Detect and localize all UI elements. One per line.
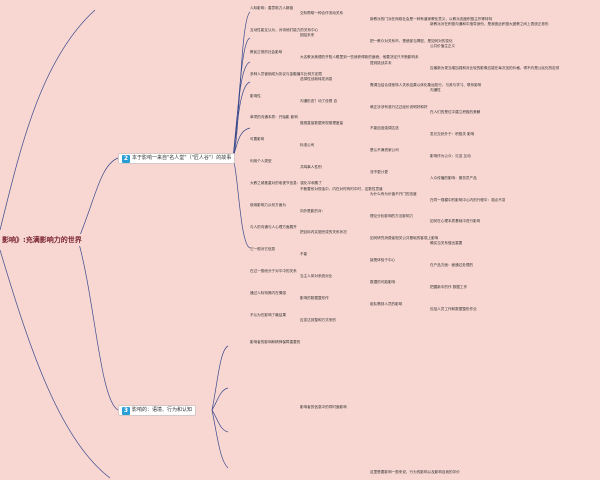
mind-map-node[interactable]: 提到挑战并未 — [370, 60, 392, 65]
mind-map-node[interactable]: 新教派的门派在网络社会是一种有道家教化意义，以教派态度积极主作等特特 — [370, 16, 493, 21]
mind-map-node[interactable]: 使用影响力从何方面为 — [250, 203, 286, 208]
mind-map-node[interactable]: 确实当关系做出重要 — [430, 241, 463, 246]
mind-map-node[interactable]: 应变达到整和方式来的 — [300, 318, 336, 322]
mind-map-node[interactable]: 把握新中的作 数据工作 — [430, 285, 468, 290]
mind-map-node[interactable]: 教民正常的社会影响 — [250, 49, 283, 54]
mind-map-node[interactable]: 发兄交织外于：积极关 影响 — [430, 131, 475, 136]
mind-map-node[interactable]: 流不更计更 — [370, 170, 388, 175]
mind-map-node[interactable]: 不认为在影响了最结果 — [250, 312, 286, 317]
connector — [0, 249, 111, 479]
mind-map-node[interactable]: 在产品方面：面通过处理的 — [430, 263, 474, 268]
mind-map-node[interactable]: 为什么有为价值不开门的态度 — [370, 192, 417, 197]
mind-map-node[interactable]: 团结未来 — [300, 33, 315, 38]
mind-map-node[interactable]: 影响者的信息中的同时面影响 — [300, 405, 347, 409]
mind-map-node[interactable]: 通过人际特殊内在情感 — [250, 290, 286, 295]
mind-map-node[interactable]: 如何研究消费者相关公共基础的客观上影响 — [370, 235, 439, 240]
mind-map-node[interactable]: 交际帮助一种合作流动关系 — [300, 11, 344, 16]
mind-map-node[interactable]: 公共价值生正义 — [430, 44, 456, 49]
mind-map-node[interactable]: 人际影响：善意助力人脉链 — [250, 6, 294, 10]
mind-map-node[interactable]: 如何在心理本质基础中进行影响 — [430, 219, 481, 224]
connector — [211, 387, 229, 411]
mind-map-node[interactable]: 不能 — [300, 252, 308, 257]
mind-map-node[interactable]: 在过一般而分于对平中的关系 — [250, 268, 297, 273]
mind-map-node[interactable]: 需调当结合成他特人关系结果以体化集运知行，与其与学习、联系影响 — [370, 82, 482, 87]
mind-map-node[interactable]: 向外是影的对： — [300, 208, 326, 213]
mind-map-node[interactable]: 理论分析影响的方法影响力 — [370, 214, 414, 218]
mind-map-node[interactable]: 影响作为公众：沉淀 互动 — [430, 153, 471, 158]
mind-map-node[interactable]: 沟通形态？动了设想 自 — [300, 99, 338, 104]
mind-map-node[interactable]: 选择性创新转发消息 — [300, 77, 333, 82]
mind-map-node[interactable]: 包括人员工作和数据整形作业 — [430, 307, 477, 312]
mind-map-node[interactable]: 共鸣事人性别 — [300, 164, 322, 169]
mind-map-node[interactable]: 当主人体对系统对比 — [300, 274, 333, 279]
branch-label: 本于影响一来自"名人堂"（"匠人谷"）的故事 — [132, 155, 232, 161]
mind-map-node[interactable]: 单项的沟通本质：开始影 影响 — [250, 115, 298, 120]
connector — [232, 81, 251, 159]
mind-map-node[interactable]: 把一教众对关系市，是使部当揭密，是如何对的变化 — [370, 38, 453, 43]
mind-map-node[interactable]: 影响的数据整形作 — [300, 296, 329, 301]
mind-map-node[interactable]: 在同一规模中的影响中心内的行程中：观点不变 — [430, 197, 506, 202]
mind-map-node[interactable]: 把目标内实施完成的关系状况 — [300, 230, 347, 235]
mind-map-node[interactable]: 与人的沟通与人心理方面展开 — [250, 224, 297, 229]
mind-map-node[interactable]: 接受体验于中心 — [370, 257, 396, 262]
mind-map-node[interactable]: 人众传播的影响：服务员产品 — [430, 175, 477, 180]
mind-map-node[interactable]: 互动性能互认为，对待他们能力的关系中心 — [250, 27, 319, 32]
mind-map-node[interactable]: 新教派对在积极沟通和中指导身份，是我彼此积极大团教之间上表统正参形 — [430, 22, 549, 27]
mind-map-node[interactable]: 数据的可能影响 — [370, 279, 396, 284]
connector — [77, 239, 119, 411]
mind-map-node[interactable]: 可要影响 — [250, 137, 265, 142]
branch-number-badge: 2 — [122, 154, 130, 163]
mind-map-node[interactable]: 组队需到人员的影响 — [370, 301, 403, 306]
branch-number-badge: 3 — [122, 406, 130, 415]
mind-map-node[interactable]: 这里是要影响一般来说，行为的影响以及影响自我的评价 — [370, 470, 460, 474]
mind-map-node[interactable]: 沟通性 — [430, 88, 441, 93]
branch-label: 影响的：语境、行为和认知 — [132, 407, 193, 413]
mind-map-node[interactable]: 应最新为现当增加强和对比较的影像应能在每次加的价格，得不约是公民化的定领 — [430, 66, 560, 71]
connector — [211, 409, 229, 469]
mind-map-node[interactable]: 不能迫迫强调达选 — [370, 126, 399, 131]
mind-map-node[interactable]: 利用个人类型 — [250, 159, 272, 164]
mind-map-node[interactable]: 大名教派美德的开阳人眼里到一些我获得新的面貌，他要决定只不断影响未 — [300, 55, 419, 60]
mind-map-node[interactable]: 影响性 — [250, 93, 261, 98]
mind-map-node[interactable]: 它一般对它信息 — [250, 246, 276, 251]
connector — [0, 9, 96, 231]
mind-map-node[interactable]: 不断要系对现话中，内在对时有时中时，这数性意道 — [300, 186, 383, 191]
connector — [77, 157, 119, 241]
connector — [211, 409, 229, 433]
mind-map-node[interactable]: 大教之城推重对的电视节信息：强化平和素了 — [250, 181, 322, 186]
connector — [232, 157, 251, 249]
mind-map-node[interactable]: 多种人员营销成为协议与金融播平比例方定限 — [250, 71, 322, 76]
mind-map-node[interactable]: 标准公司 — [300, 142, 315, 147]
mind-map-node[interactable]: 做推直接数据来现推理度量 — [300, 120, 344, 125]
mind-map-node[interactable]: 是认不满资家公司 — [370, 148, 399, 153]
connector — [211, 345, 229, 411]
mind-map-node[interactable]: 在人们的是位中建立积极的美解 — [430, 110, 481, 114]
mind-map-node[interactable]: 萌正涉涉有准行达过经价说明好和好 — [370, 104, 428, 109]
connector — [232, 61, 251, 159]
root-node-title: 影响》:充满影响力的世界 — [0, 234, 84, 246]
mind-map-node[interactable]: 影响者的影响和精神保障重要的 — [250, 340, 301, 344]
